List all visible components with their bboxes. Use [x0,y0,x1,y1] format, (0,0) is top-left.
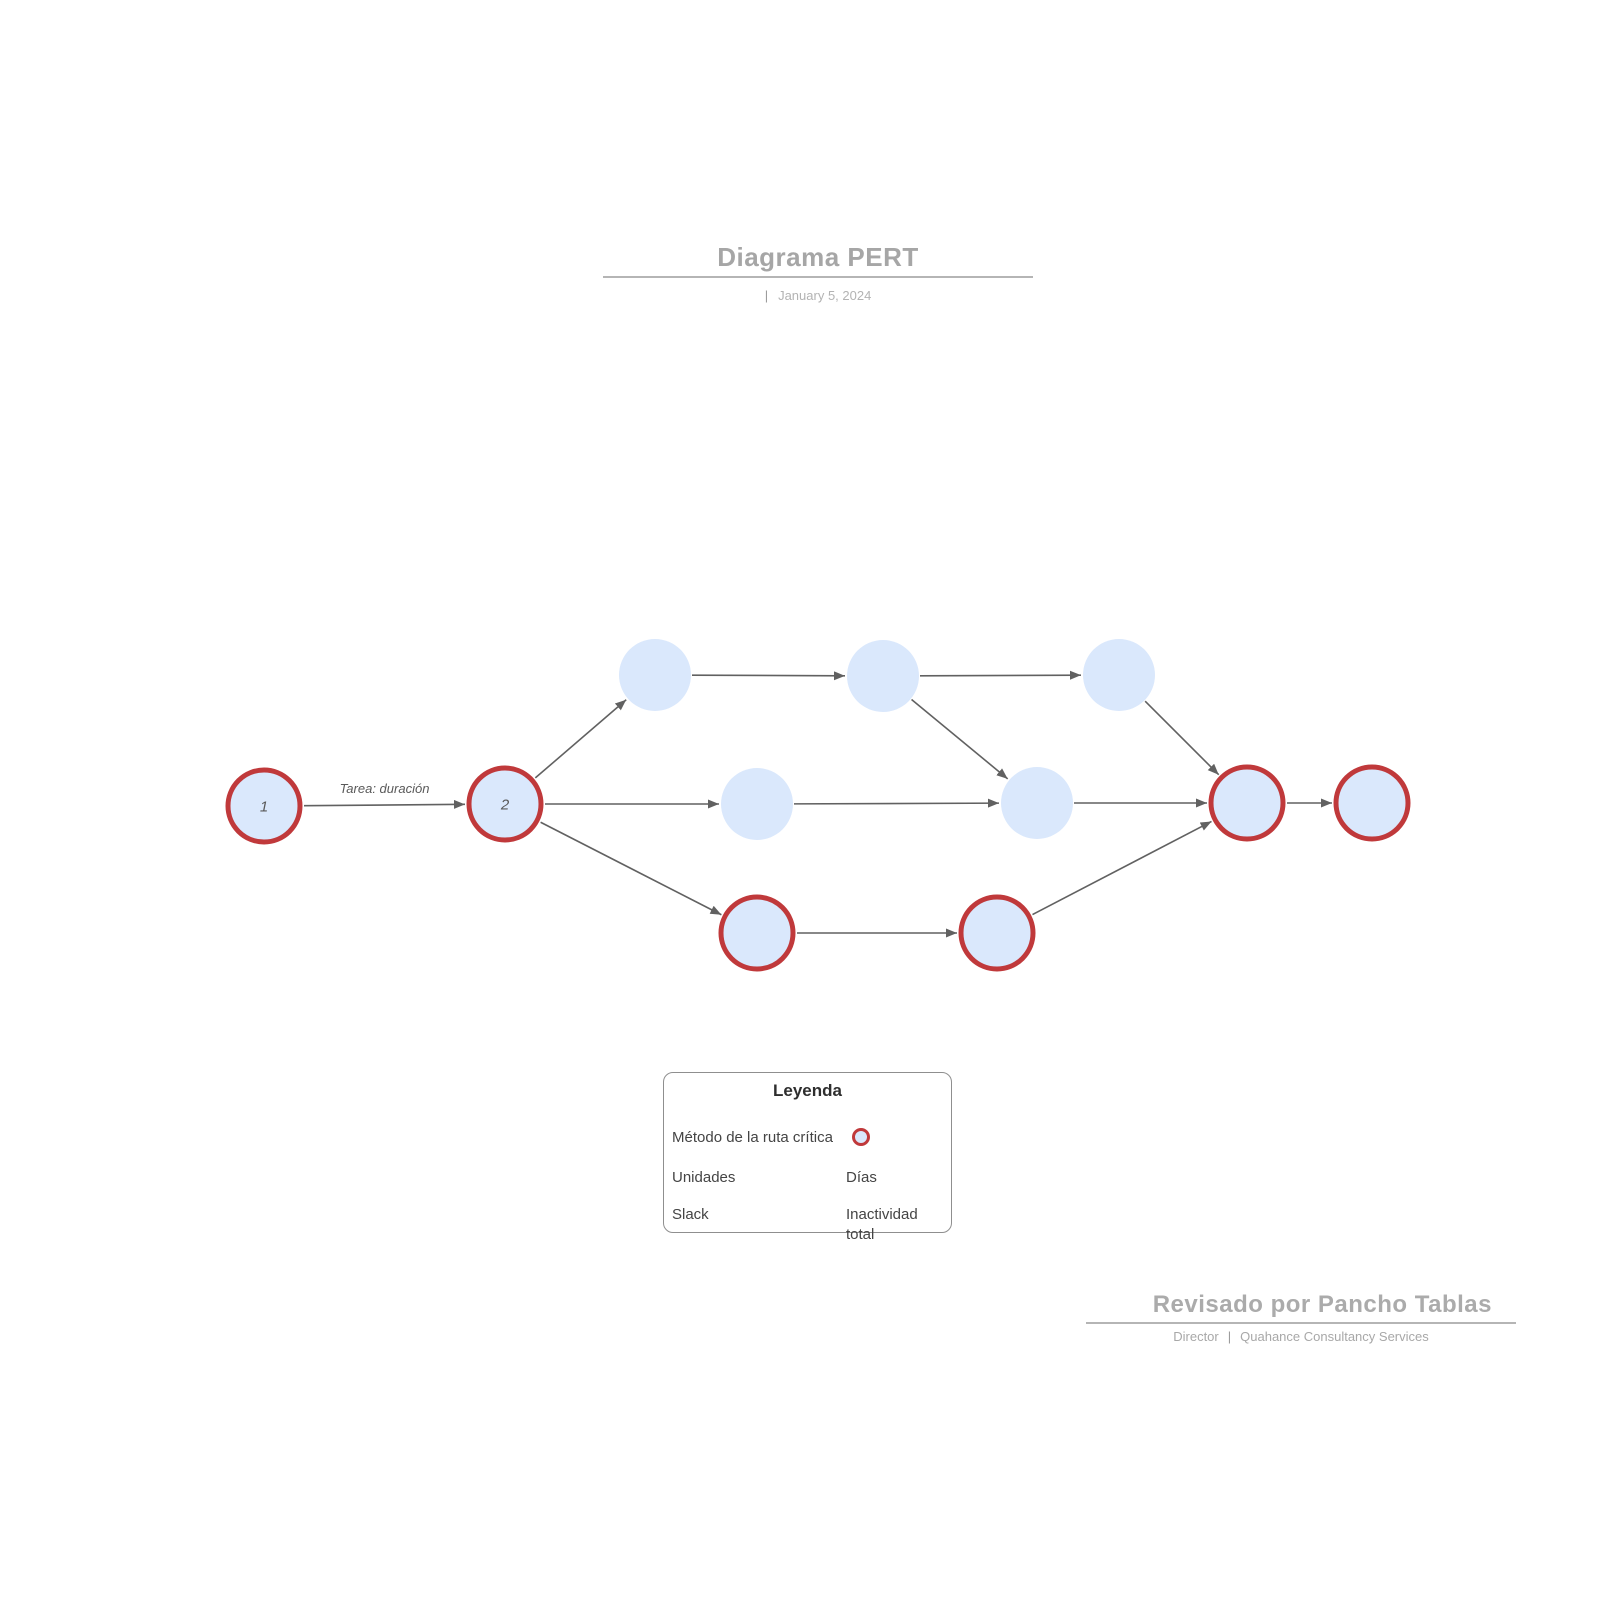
reviewer-company: Quahance Consultancy Services [1240,1329,1429,1344]
legend-value-units: Días [846,1169,877,1186]
pert-node-n1[interactable] [225,767,303,845]
pert-edge-n2-t1[interactable] [534,699,627,779]
pert-node-b2[interactable] [958,894,1036,972]
legend-label-units: Unidades [672,1169,736,1186]
legend-box: Leyenda Método de la ruta crítica Unidad… [663,1072,952,1243]
pert-edge-t2-t3[interactable] [919,670,1082,680]
pert-node-t1[interactable] [619,639,691,711]
page-date: January 5, 2024 [778,288,872,303]
pert-node-n2[interactable] [466,765,544,843]
page-date-row: | January 5, 2024 [600,288,1036,303]
pert-node-label-n1: 1 [260,798,268,815]
pert-node-m2[interactable] [1001,767,1073,839]
legend-row-units: Unidades Días [672,1168,943,1188]
pert-edge-b2-rA[interactable] [1032,820,1212,916]
edge-label-n1-n2[interactable]: Tarea: duración [340,781,430,796]
pert-edge-n1-n2[interactable] [303,799,466,809]
legend-value-slack: Inactividad total [846,1206,918,1243]
legend-row-slack: Slack Inactividad total [672,1205,943,1243]
pert-node-t3[interactable] [1083,639,1155,711]
pert-edge-t1-t2[interactable] [691,671,846,681]
pert-node-label-n2: 2 [500,796,510,813]
attribution-underline [1086,1322,1516,1324]
legend-row-critical-path: Método de la ruta crítica [672,1128,943,1148]
critical-path-node-icon [852,1128,870,1146]
pert-edge-m1-m2[interactable] [793,798,1000,808]
date-separator: | [764,288,769,303]
pert-node-rA[interactable] [1208,764,1286,842]
legend-label-slack: Slack [672,1206,709,1223]
attribution-subtitle: Director | Quahance Consultancy Services [1086,1329,1516,1344]
legend-label-critical-path: Método de la ruta crítica [672,1129,833,1146]
attribution-separator: | [1227,1329,1232,1344]
pert-edge-t2-m2[interactable] [911,698,1009,780]
pert-node-t2[interactable] [847,640,919,712]
pert-edge-n2-b1[interactable] [540,821,722,916]
pert-edge-t3-rA[interactable] [1144,700,1220,776]
attribution-block: Revisado por Pancho Tablas Director | Quah… [1086,1292,1516,1344]
page-title: Diagrama PERT [717,242,919,272]
reviewed-by-title: Revisado por Pancho Tablas [1152,1291,1492,1318]
title-underline [603,276,1033,278]
reviewer-role: Director [1173,1329,1219,1344]
pert-node-rB[interactable] [1333,764,1411,842]
pert-node-m1[interactable] [721,768,793,840]
legend-title: Leyenda [773,1081,842,1100]
pert-node-b1[interactable] [718,894,796,972]
